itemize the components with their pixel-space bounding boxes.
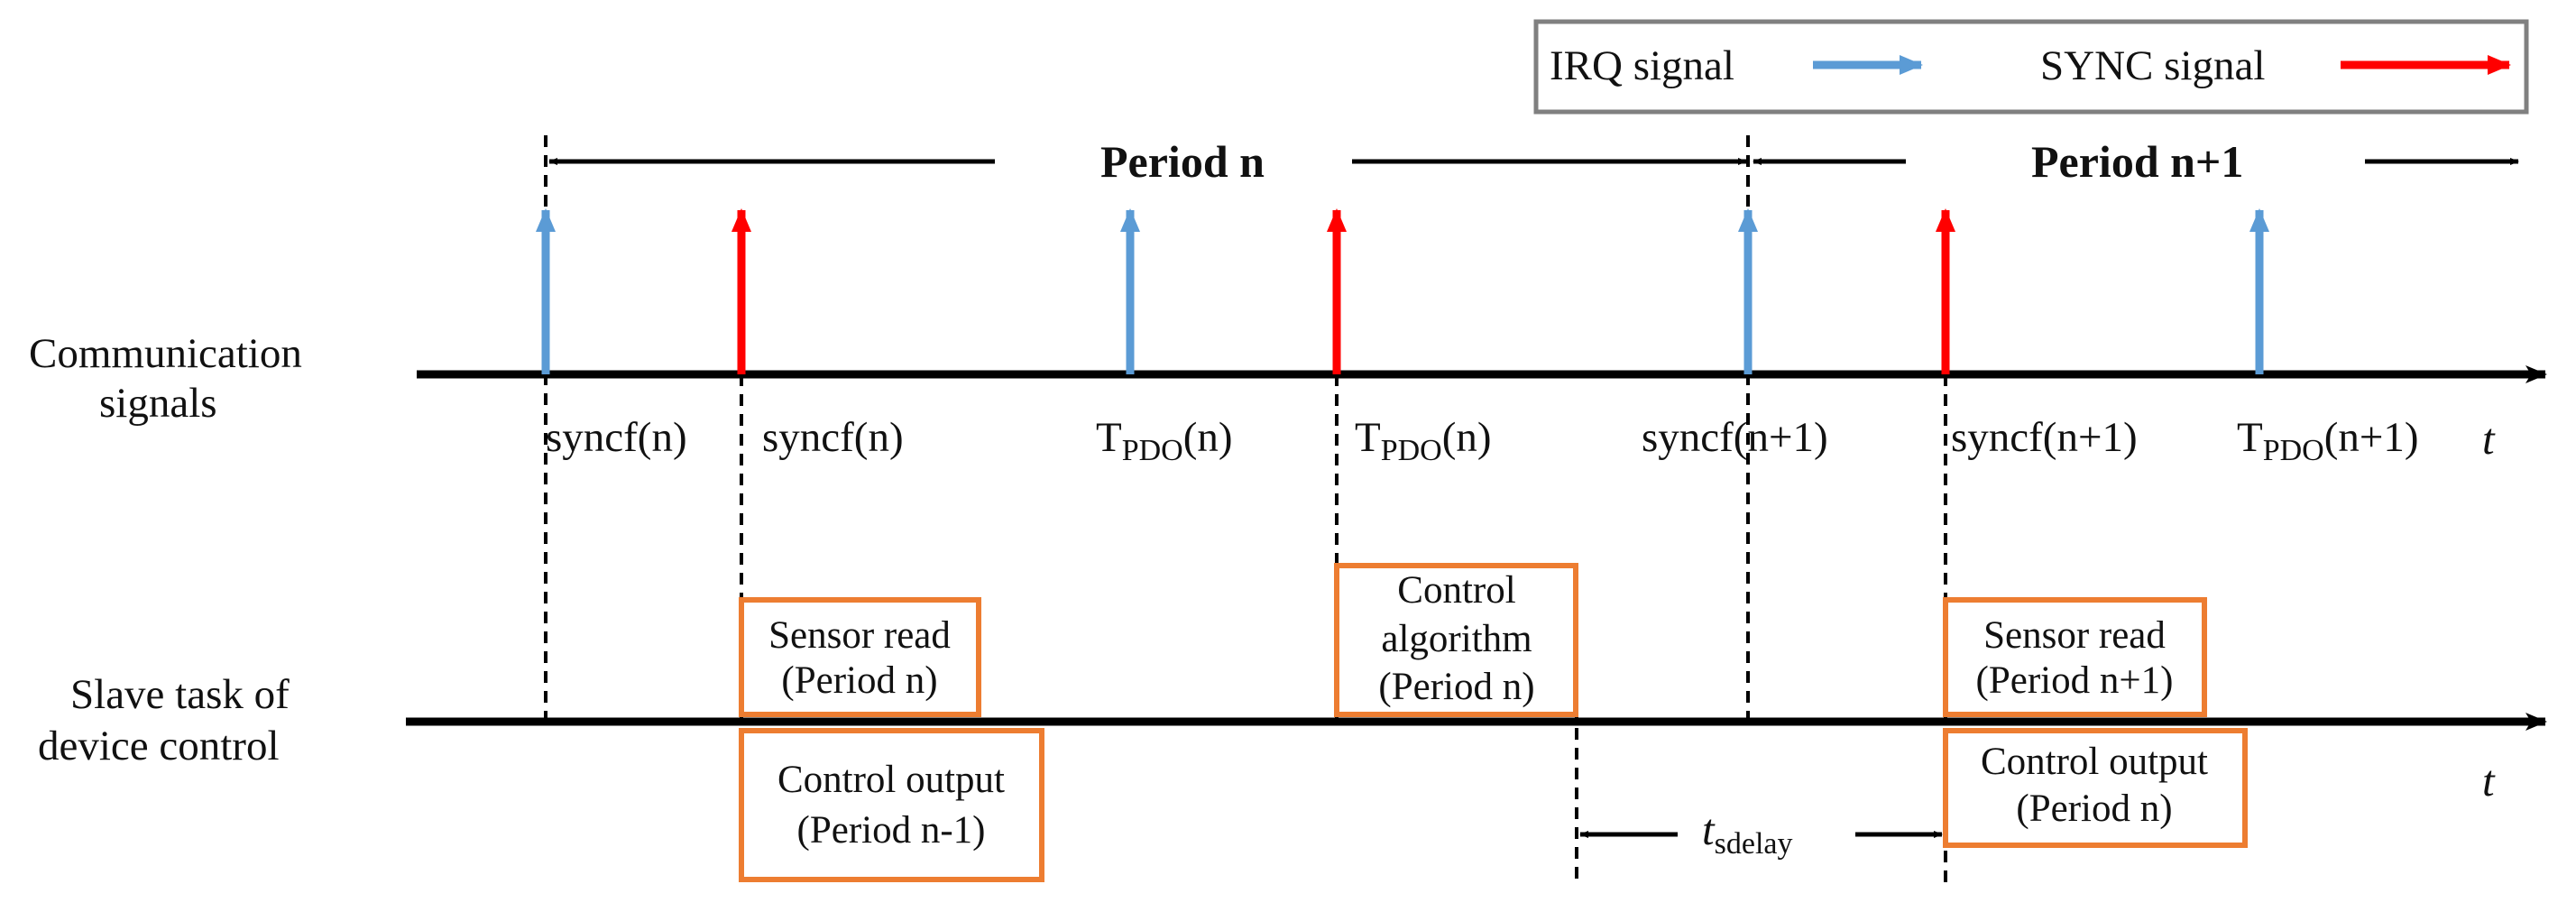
task-boxes: Sensor read (Period n) Control output (P… (739, 563, 2248, 882)
slave-label-1: Slave task of (70, 671, 290, 718)
box-line: (Period n-1) (797, 809, 986, 852)
box-line: Sensor read (1983, 614, 2166, 657)
control-output-box: Control output (Period n-1) (739, 728, 1044, 882)
slave-axis-symbol: t (2482, 756, 2496, 806)
period-n-label: Period n (1100, 136, 1265, 187)
communication-label-1: Communication (29, 330, 302, 377)
signal-label: syncf(n) (762, 414, 904, 461)
box-line: (Period n) (1378, 666, 1534, 708)
delay-label: tsdelay (1702, 805, 1792, 861)
legend-sync-label: SYNC signal (2040, 42, 2265, 89)
communication-label-2: signals (99, 380, 217, 427)
control-algorithm-box: Control algorithm (Period n) (1334, 563, 1578, 717)
box-line: (Period n) (781, 659, 937, 702)
slave-label-2: device control (38, 723, 280, 769)
box-line: algorithm (1381, 618, 1532, 660)
communication-row: Communication signals t (29, 330, 2547, 464)
legend: IRQ signal SYNC signal (1533, 19, 2529, 115)
delay-bracket: tsdelay (1579, 805, 1943, 861)
box-line: Control output (1981, 741, 2208, 783)
signal-label: TPDO(n) (1096, 414, 1233, 467)
signal-label: syncf(n+1) (1951, 414, 2138, 461)
period-n-bracket: Period n (548, 136, 1747, 187)
signal-labels: syncf(n) syncf(n) TPDO(n) TPDO(n) syncf(… (546, 414, 2419, 467)
control-output-box: Control output (Period n) (1943, 728, 2248, 848)
box-line: Control (1397, 569, 1515, 612)
sensor-read-box: Sensor read (Period n+1) (1943, 597, 2207, 717)
period-n1-bracket: Period n+1 (1753, 136, 2519, 187)
signal-label: TPDO(n) (1355, 414, 1492, 467)
box-line: Sensor read (768, 614, 951, 657)
box-line: Control output (777, 759, 1005, 801)
box-line: (Period n+1) (1976, 659, 2174, 702)
signal-arrows (536, 208, 2269, 374)
communication-axis-symbol: t (2482, 414, 2496, 464)
signal-label: TPDO(n+1) (2237, 414, 2419, 467)
legend-irq-label: IRQ signal (1550, 42, 1734, 89)
box-line: (Period n) (2016, 787, 2172, 830)
period-n1-label: Period n+1 (2031, 136, 2243, 187)
slave-row: Slave task of device control t (38, 671, 2547, 806)
sensor-read-box: Sensor read (Period n) (739, 597, 981, 717)
signal-label: syncf(n+1) (1642, 414, 1828, 461)
signal-label: syncf(n) (546, 414, 687, 461)
